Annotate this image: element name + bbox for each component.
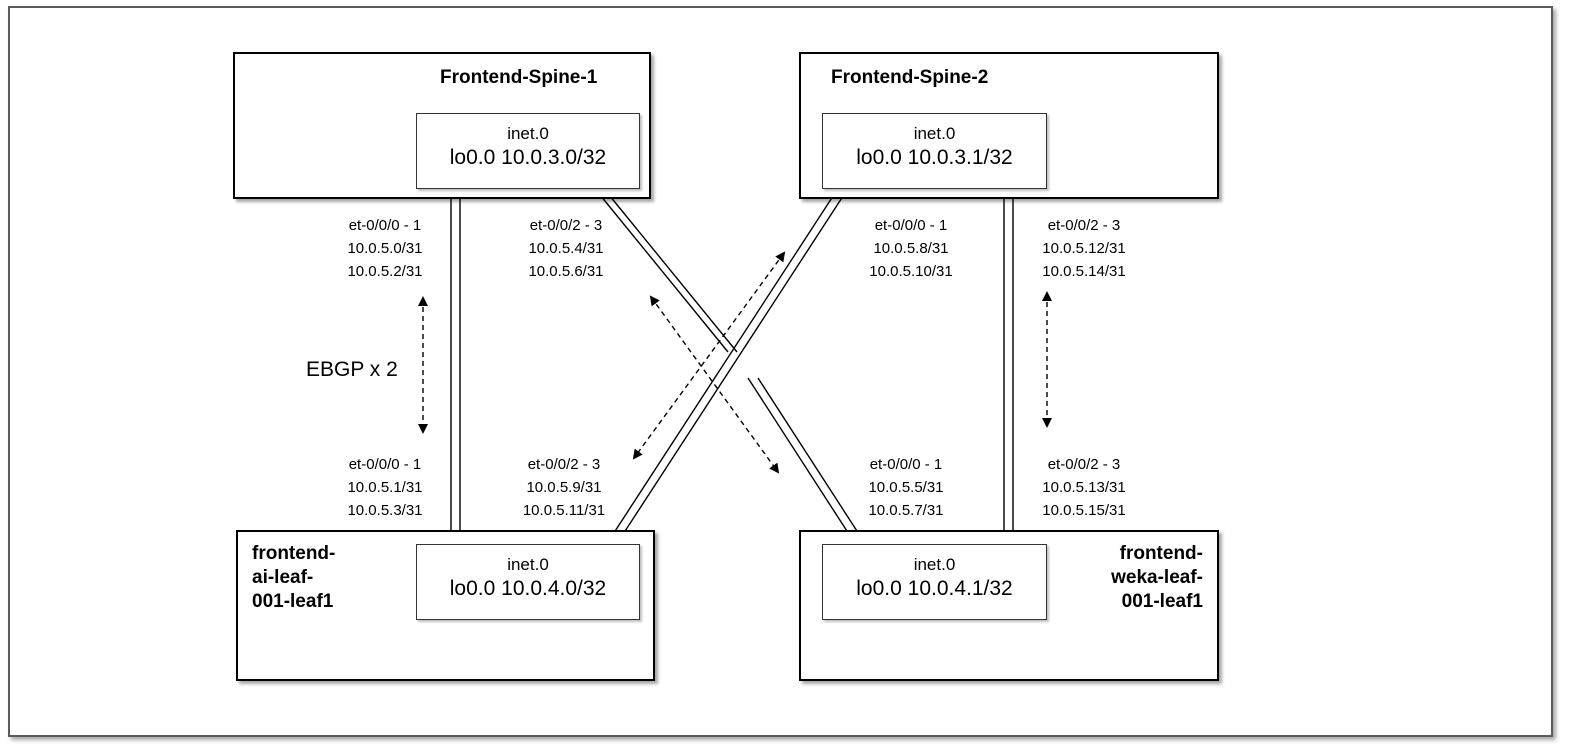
spine1-inet-label: inet.0 [507,124,549,143]
interface-label: 10.0.5.8/31 [873,240,949,257]
leaf2-left-interfaces: et-0/0/0 - 1 10.0.5.5/31 10.0.5.7/31 [847,453,965,522]
spine2-right-interfaces: et-0/0/2 - 3 10.0.5.12/31 10.0.5.14/31 [1025,214,1143,283]
leaf2-title: frontend- weka-leaf- 001-leaf1 [1111,542,1203,614]
ebgp-arrow-diag-2 [632,251,786,460]
leaf2-title-line: weka-leaf- [1111,567,1203,588]
interface-label: et-0/0/0 - 1 [869,456,943,473]
interface-label: 10.0.5.2/31 [347,263,423,280]
interface-label: 10.0.5.15/31 [1042,502,1126,519]
interface-label: 10.0.5.12/31 [1042,240,1126,257]
spine2-title: Frontend-Spine-2 [831,67,989,88]
interface-label: et-0/0/0 - 1 [348,217,422,234]
interface-label: 10.0.5.10/31 [869,263,953,280]
leaf1-loopback: lo0.0 10.0.4.0/32 [449,577,607,600]
link-spine2-leaf1 [605,189,848,546]
spine1-left-interfaces: et-0/0/0 - 1 10.0.5.0/31 10.0.5.2/31 [330,214,440,283]
interface-label: et-0/0/2 - 3 [1047,217,1121,234]
ebgp-label: EBGP x 2 [306,358,398,381]
spine1-right-interfaces: et-0/0/2 - 3 10.0.5.4/31 10.0.5.6/31 [511,214,621,283]
leaf1-title-line: 001-leaf1 [252,591,334,612]
interface-label: 10.0.5.7/31 [868,502,944,519]
leaf2-loopback: lo0.0 10.0.4.1/32 [856,577,1013,600]
interface-label: 10.0.5.11/31 [522,502,606,519]
leaf1-inet-label: inet.0 [507,555,549,574]
leaf1-right-interfaces: et-0/0/2 - 3 10.0.5.9/31 10.0.5.11/31 [505,453,623,522]
spine2-loopback: lo0.0 10.0.3.1/32 [856,146,1013,169]
leaf2-title-line: frontend- [1119,543,1203,564]
interface-label: 10.0.5.3/31 [347,502,423,519]
spine1-loopback: lo0.0 10.0.3.0/32 [449,146,607,169]
interface-label: 10.0.5.6/31 [528,263,604,280]
spine2-inet-label: inet.0 [913,124,956,143]
leaf2-inet-box: inet.0 lo0.0 10.0.4.1/32 [822,544,1047,620]
interface-label: 10.0.5.5/31 [868,479,944,496]
leaf1-title: frontend- ai-leaf- 001-leaf1 [252,542,335,614]
interface-label: 10.0.5.1/31 [347,479,423,496]
interface-label: et-0/0/0 - 1 [348,456,422,473]
interface-label: et-0/0/0 - 1 [874,217,948,234]
leaf2-title-line: 001-leaf1 [1121,591,1203,612]
interface-label: et-0/0/2 - 3 [1047,456,1121,473]
interface-label: et-0/0/2 - 3 [527,456,601,473]
leaf1-title-line: ai-leaf- [252,567,314,588]
interface-label: et-0/0/2 - 3 [529,217,603,234]
interface-label: 10.0.5.0/31 [347,240,423,257]
interface-label: 10.0.5.9/31 [526,479,602,496]
spine2-left-interfaces: et-0/0/0 - 1 10.0.5.8/31 10.0.5.10/31 [852,214,970,283]
leaf1-inet-box: inet.0 lo0.0 10.0.4.0/32 [416,544,640,620]
interface-label: 10.0.5.4/31 [528,240,604,257]
link-spine1-leaf1 [450,190,461,545]
leaf2-right-interfaces: et-0/0/2 - 3 10.0.5.13/31 10.0.5.15/31 [1025,453,1143,522]
interface-label: 10.0.5.13/31 [1042,479,1126,496]
leaf1-left-interfaces: et-0/0/0 - 1 10.0.5.1/31 10.0.5.3/31 [330,453,440,522]
link-spine2-leaf2 [1003,190,1014,545]
spine2-inet-box: inet.0 lo0.0 10.0.3.1/32 [822,113,1047,189]
spine1-title: Frontend-Spine-1 [440,67,598,88]
interface-label: 10.0.5.14/31 [1042,263,1126,280]
leaf1-title-line: frontend- [252,543,336,564]
leaf2-inet-label: inet.0 [913,555,956,574]
spine1-inet-box: inet.0 lo0.0 10.0.3.0/32 [416,113,640,189]
